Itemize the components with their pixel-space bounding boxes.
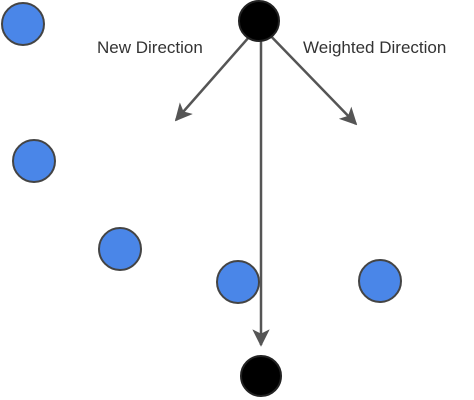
new-direction-arrow xyxy=(174,27,258,122)
black-node-target xyxy=(240,355,282,397)
new-direction-label: New Direction xyxy=(97,38,203,57)
weighted-direction-arrow xyxy=(262,27,358,126)
blue-node-5 xyxy=(358,259,402,303)
blue-node-4 xyxy=(216,260,260,304)
blue-node-3 xyxy=(98,227,142,271)
black-node-origin xyxy=(238,0,280,42)
blue-node-2 xyxy=(12,139,56,183)
blue-node-1 xyxy=(1,2,45,46)
weighted-direction-label: Weighted Direction xyxy=(303,38,446,57)
